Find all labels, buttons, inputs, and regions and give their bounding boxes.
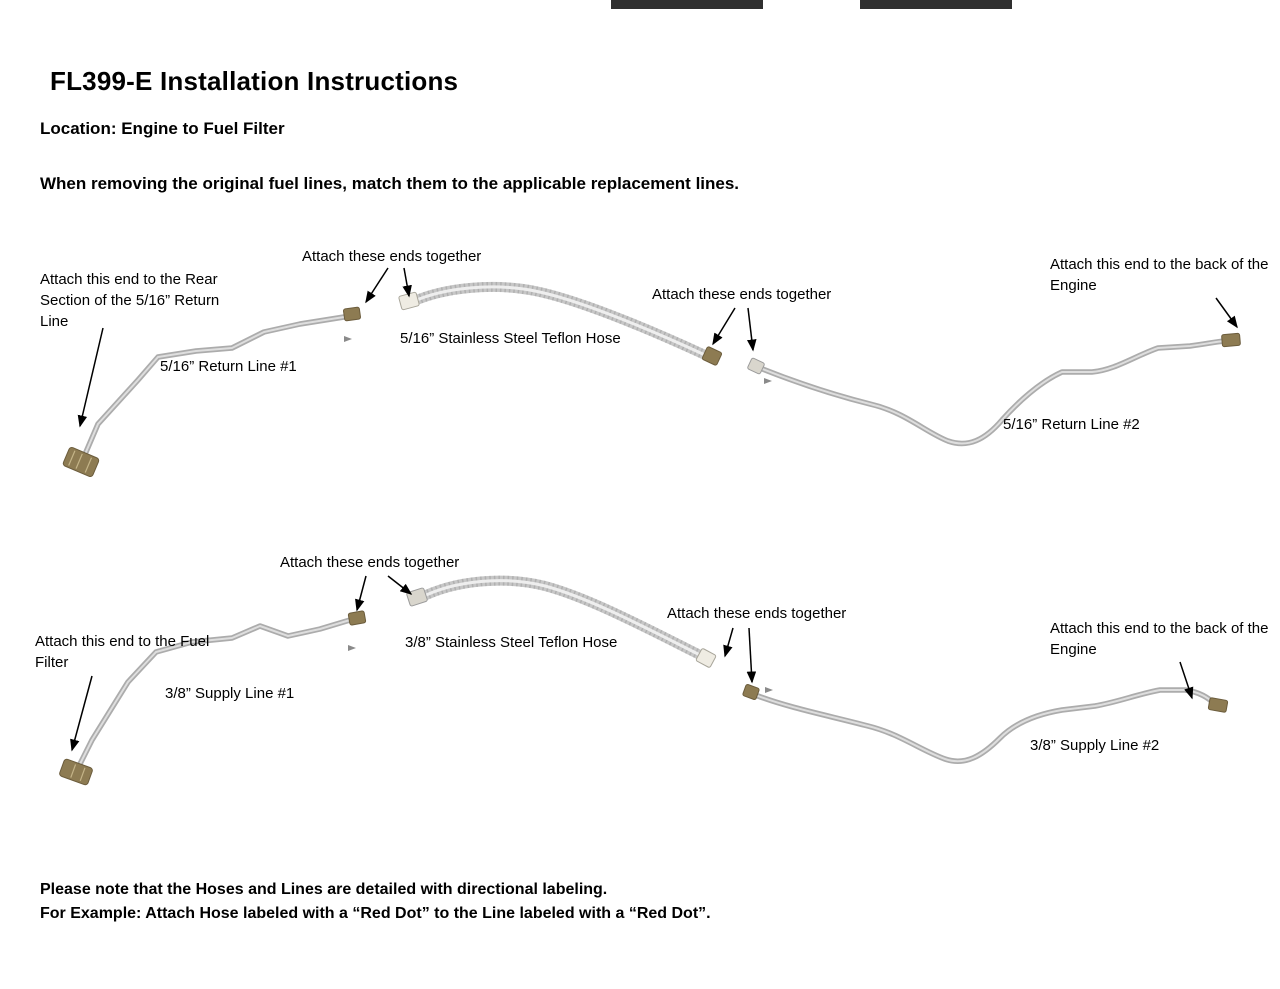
label-return-line-2: 5/16” Return Line #2 — [1003, 416, 1140, 433]
label-return-hose: 5/16” Stainless Steel Teflon Hose — [400, 330, 621, 347]
label-attach-engine-bottom: Attach this end to the back of the Engin… — [1050, 620, 1269, 658]
page-title: FL399-E Installation Instructions — [50, 66, 459, 96]
supply-line-2-nut — [742, 684, 760, 700]
label-attach-engine-top: Attach this end to the back of the Engin… — [1050, 256, 1269, 294]
arrow-attach-fuel-filter — [70, 675, 93, 752]
footer-note-1: Please note that the Hoses and Lines are… — [40, 881, 608, 898]
return-line-1-nut — [343, 306, 361, 322]
return-hose-right-fitting — [701, 346, 723, 366]
supply-hose-right-fitting — [695, 648, 717, 668]
top-artifact-left — [611, 0, 763, 9]
label-supply-line-2: 3/8” Supply Line #2 — [1030, 737, 1160, 754]
label-supply-line-1: 3/8” Supply Line #1 — [165, 685, 295, 702]
arrow-attach-together-1a — [365, 267, 389, 304]
label-attach-together-4: Attach these ends together — [667, 605, 847, 622]
arrow-attach-engine-top — [1215, 297, 1238, 329]
footer-note-2: For Example: Attach Hose labeled with a … — [40, 905, 711, 922]
direction-mark — [764, 378, 772, 384]
arrow-attach-together-2b — [746, 307, 757, 352]
arrow-attach-rear — [77, 327, 104, 428]
return-line-2-end-fitting — [1221, 332, 1241, 348]
supply-hose-drawing — [406, 581, 717, 668]
label-attach-together-1: Attach these ends together — [302, 248, 482, 265]
arrow-attach-together-4a — [723, 627, 734, 658]
arrow-attach-together-3a — [355, 575, 367, 612]
return-line-2-drawing — [747, 332, 1241, 443]
label-attach-fuel-filter: Attach this end to the Fuel Filter — [35, 633, 210, 671]
return-line-1-drawing — [62, 306, 361, 478]
label-return-line-1: 5/16” Return Line #1 — [160, 358, 297, 375]
return-line-1-end-fitting — [62, 446, 100, 478]
arrow-attach-engine-bottom — [1179, 661, 1194, 700]
label-attach-rear: Attach this end to the Rear Section of t… — [40, 271, 220, 330]
return-line-2-nut — [747, 357, 765, 375]
location-subtitle: Location: Engine to Fuel Filter — [40, 119, 285, 138]
supply-line-2-end-fitting — [1207, 697, 1229, 713]
label-attach-together-2: Attach these ends together — [652, 286, 832, 303]
supply-line-1-end-fitting — [59, 758, 93, 786]
supply-line-2-drawing — [742, 684, 1229, 761]
top-artifact-right — [860, 0, 1012, 9]
arrow-attach-together-3b — [387, 575, 413, 595]
label-supply-hose: 3/8” Stainless Steel Teflon Hose — [405, 634, 618, 651]
direction-mark — [344, 336, 352, 342]
intro-note: When removing the original fuel lines, m… — [40, 174, 740, 193]
direction-mark — [765, 687, 773, 693]
supply-line-1-nut — [347, 610, 367, 626]
arrow-attach-together-2a — [712, 307, 736, 346]
supply-hose-left-fitting — [406, 587, 428, 607]
direction-mark — [348, 645, 356, 651]
arrow-attach-together-1b — [402, 267, 412, 298]
label-attach-together-3: Attach these ends together — [280, 554, 460, 571]
supply-line-1-drawing — [59, 610, 367, 786]
arrow-attach-together-4b — [746, 627, 757, 684]
